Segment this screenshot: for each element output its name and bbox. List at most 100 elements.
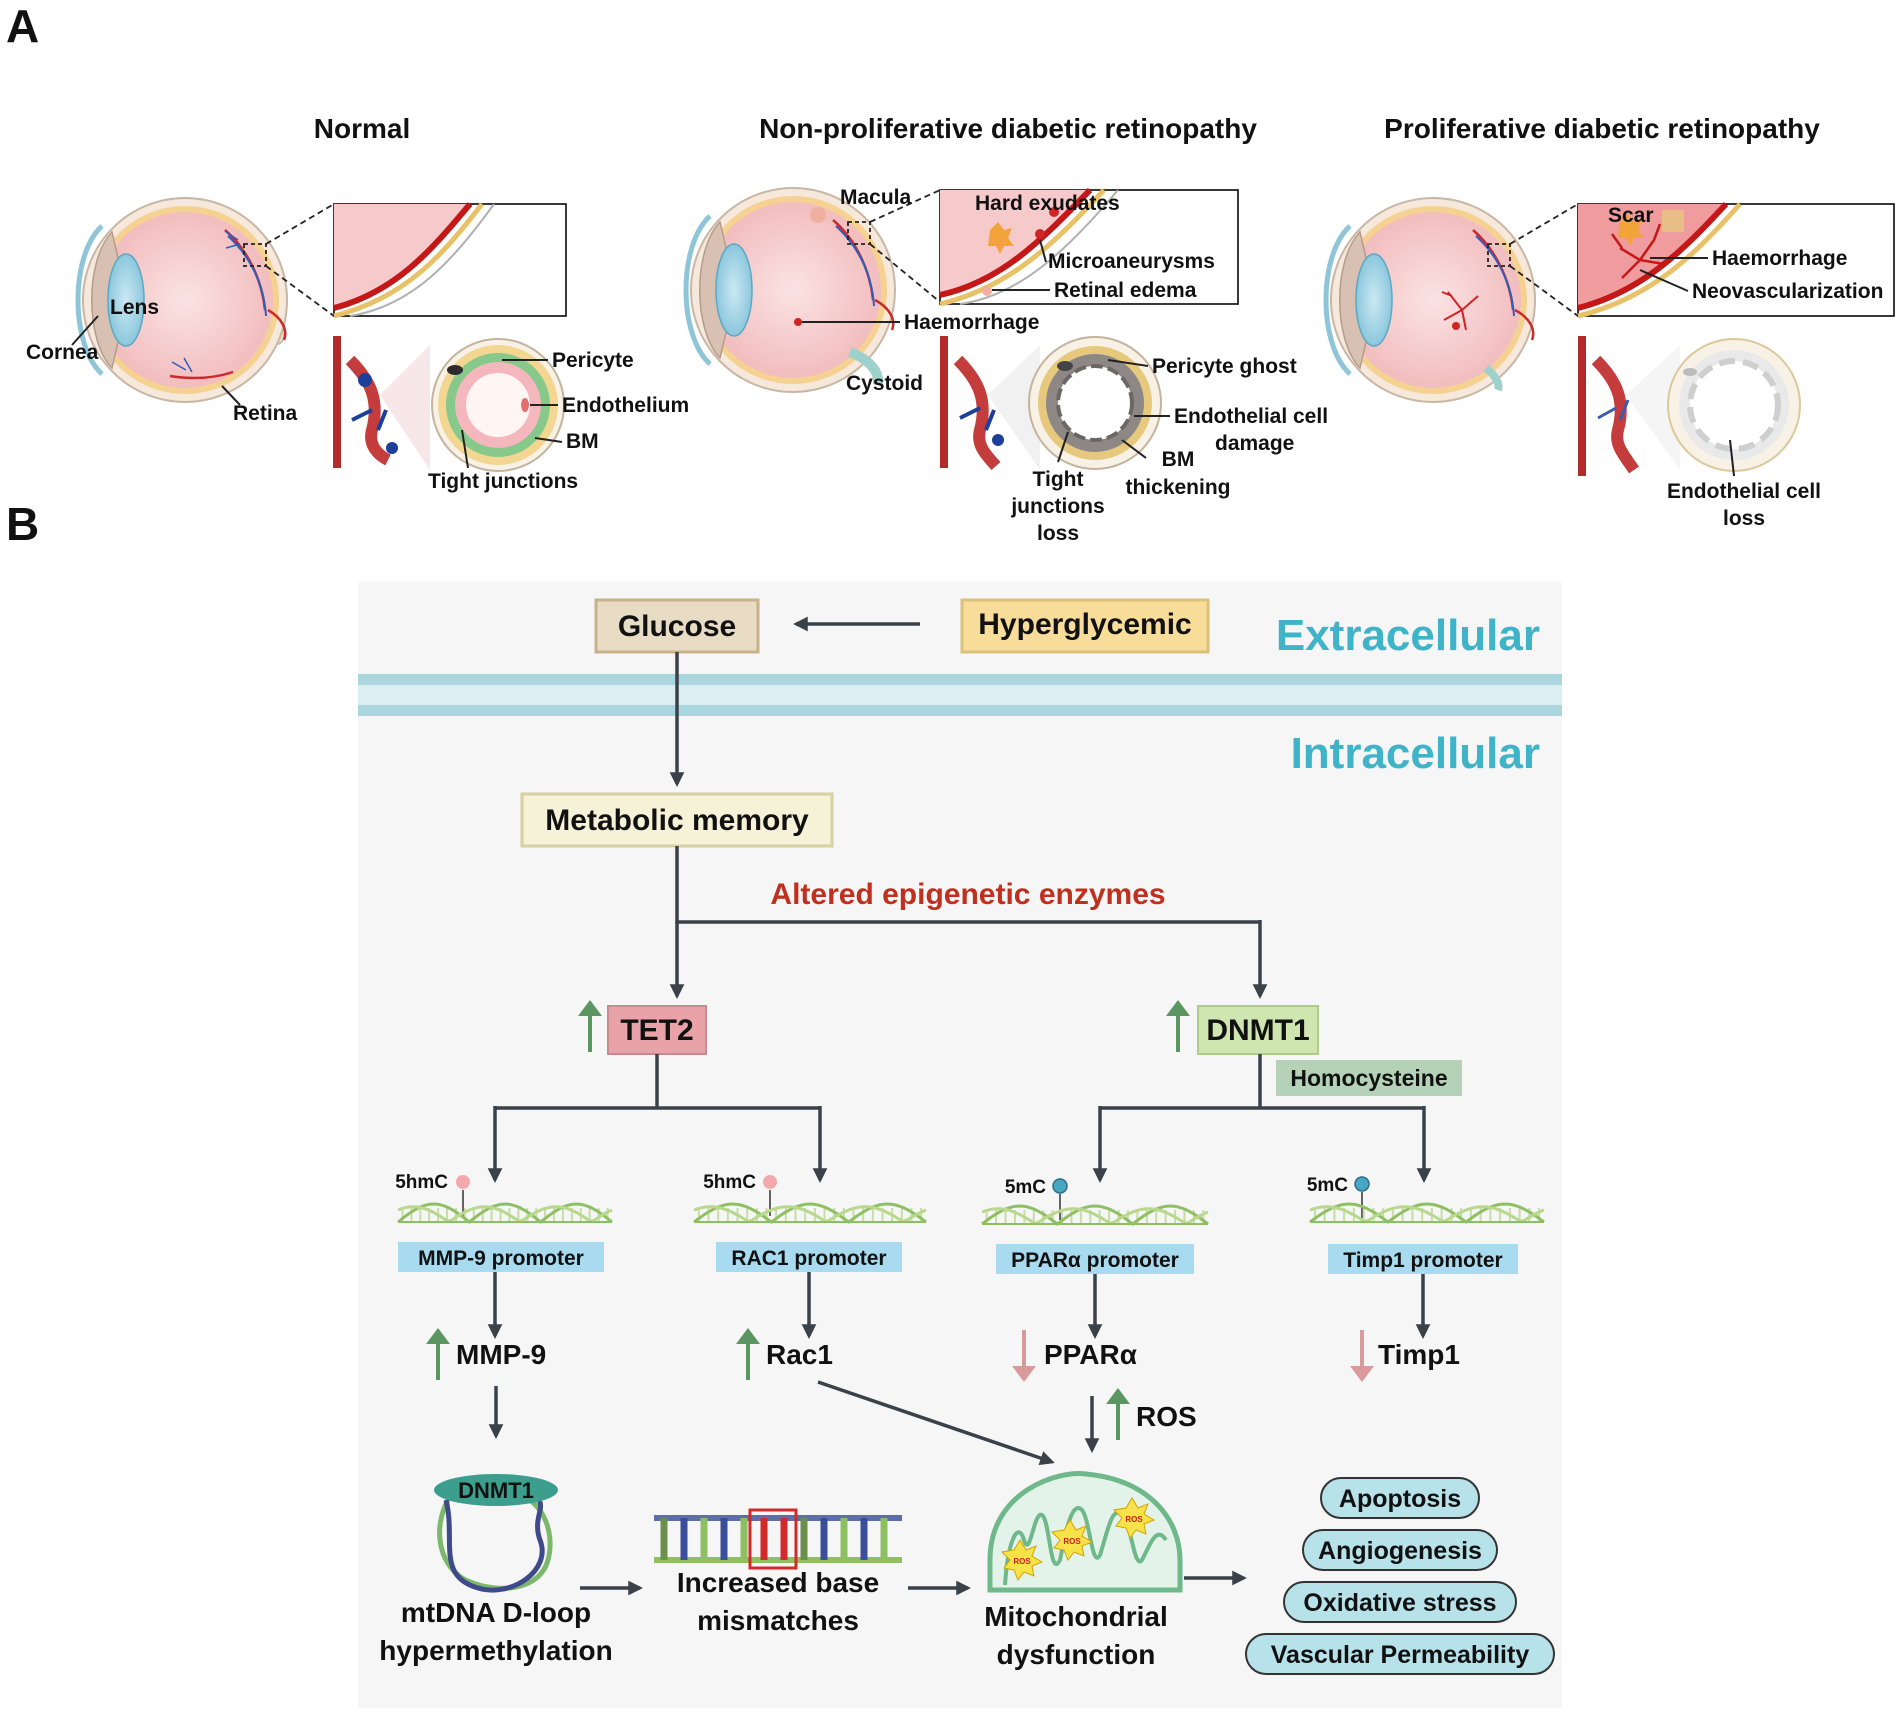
ros-up-arrow — [1106, 1388, 1130, 1440]
npdr-zoom-inset — [939, 187, 1239, 307]
hyperglycemic-text: Hyperglycemic — [978, 608, 1191, 641]
dnmt1-text: DNMT1 — [1206, 1014, 1309, 1047]
mitochondrion-illustration: ROS ROS ROS — [987, 1471, 1183, 1593]
gene-mmp9: MMP-9 — [456, 1339, 546, 1370]
outcome-text: Apoptosis — [1339, 1485, 1461, 1513]
glucose-text: Glucose — [618, 610, 736, 643]
mark-5hmc-rac1: 5hmC — [703, 1172, 756, 1193]
tet2-up-arrow — [578, 1000, 602, 1052]
mark-5mc-ppara: 5mC — [1005, 1177, 1046, 1198]
mark-5hmc-mmp9: 5hmC — [395, 1172, 448, 1193]
outcome-pill: Oxidative stress — [1283, 1581, 1517, 1623]
npdr-title: Non-proliferative diabetic retinopathy — [759, 113, 1257, 144]
label-tight-junctions: Tight junctions — [428, 470, 578, 493]
label-microaneurysms: Microaneurysms — [1048, 250, 1215, 273]
intracellular-label: Intracellular — [1291, 729, 1540, 778]
tet2-text: TET2 — [620, 1014, 693, 1047]
label-pericyte: Pericyte — [552, 349, 634, 372]
dnmt1-box — [1197, 1005, 1319, 1055]
outcome-text: Angiogenesis — [1318, 1537, 1482, 1565]
dna-helix — [693, 1202, 927, 1224]
label-bm-thickening-1: BM — [1162, 448, 1195, 471]
dna-helix — [397, 1202, 613, 1224]
outcome-text: Vascular Permeability — [1271, 1641, 1530, 1669]
normal-eye-illustration — [75, 197, 288, 403]
ros-tag-1: ROS — [1013, 1557, 1031, 1566]
ros-tag-3: ROS — [1125, 1515, 1143, 1524]
outcome-pill: Vascular Permeability — [1245, 1633, 1555, 1675]
gene-ppara: PPARα — [1044, 1339, 1137, 1370]
label-endothelium: Endothelium — [562, 394, 689, 417]
ros-tag-2: ROS — [1063, 1537, 1081, 1546]
homocysteine-text: Homocysteine — [1290, 1065, 1447, 1091]
normal-panel: Normal — [26, 113, 689, 493]
label-pericyte-ghost: Pericyte ghost — [1152, 355, 1297, 378]
mismatch-text-1: Increased base — [677, 1567, 879, 1598]
npdr-capillary-illustration — [940, 336, 1162, 471]
ppara-promoter-box — [996, 1244, 1194, 1274]
label-cystoid: Cystoid — [846, 372, 923, 395]
mtdna-text-2: hypermethylation — [379, 1635, 612, 1666]
pdr-title: Proliferative diabetic retinopathy — [1384, 113, 1820, 144]
arrow-rac1-to-mito — [817, 1380, 1055, 1466]
label-endothelial-loss-2: loss — [1723, 507, 1765, 530]
methyl-mark-rac1: 5hmC — [703, 1172, 777, 1216]
label-retina: Retina — [233, 402, 298, 425]
outcome-text: Oxidative stress — [1303, 1589, 1496, 1617]
dna-helix — [1309, 1202, 1545, 1224]
label-endothelial-damage-2: damage — [1215, 432, 1294, 455]
label-endothelial-damage-1: Endothelial cell — [1174, 405, 1328, 428]
rac1-promoter-text: RAC1 promoter — [731, 1247, 886, 1270]
hyperglycemic-box — [960, 598, 1210, 654]
label-tight-junctions-loss-2: junctions — [1010, 495, 1104, 518]
ppara-promoter-text: PPARα promoter — [1011, 1249, 1179, 1272]
timp1-down-arrow — [1350, 1330, 1374, 1382]
mito-text-2: dysfunction — [997, 1639, 1156, 1670]
dna-helix — [981, 1204, 1209, 1226]
dnmt1-loop-label: DNMT1 — [458, 1478, 534, 1503]
metabolic-memory-text: Metabolic memory — [545, 804, 809, 837]
gene-ros: ROS — [1136, 1401, 1197, 1432]
timp1-promoter-box — [1328, 1244, 1518, 1274]
normal-capillary-illustration — [333, 336, 565, 472]
label-retinal-edema: Retinal edema — [1054, 279, 1197, 302]
ppara-down-arrow — [1012, 1330, 1036, 1382]
label-hard-exudates: Hard exudates — [975, 192, 1120, 215]
homocysteine-box — [1276, 1060, 1462, 1096]
timp1-promoter-text: Timp1 promoter — [1343, 1249, 1502, 1272]
npdr-eye-illustration — [683, 187, 896, 393]
outcome-pill: Apoptosis — [1320, 1477, 1480, 1519]
label-tight-junctions-loss-3: loss — [1037, 522, 1079, 545]
normal-zoom-inset — [333, 202, 567, 319]
outcome-pill: Angiogenesis — [1302, 1529, 1498, 1571]
panel-b-background — [358, 582, 1562, 1708]
pdr-panel: Proliferative diabetic retinopathy — [1323, 113, 1895, 530]
mtdna-text-1: mtDNA D-loop — [401, 1597, 591, 1628]
pdr-eye-illustration — [1323, 197, 1536, 403]
normal-title: Normal — [314, 113, 410, 144]
label-tight-junctions-loss-1: Tight — [1033, 468, 1084, 491]
altered-enzymes-label: Altered epigenetic enzymes — [770, 878, 1165, 911]
rac1-up-arrow — [736, 1328, 760, 1380]
pdr-zoom-inset — [1577, 201, 1895, 319]
label-lens: Lens — [110, 296, 159, 319]
label-bm: BM — [566, 430, 599, 453]
label-endothelial-loss-1: Endothelial cell — [1667, 480, 1821, 503]
rac1-promoter-box — [716, 1242, 902, 1272]
metabolic-memory-box — [520, 792, 834, 848]
mito-text-1: Mitochondrial — [984, 1601, 1168, 1632]
label-bm-thickening-2: thickening — [1125, 476, 1230, 499]
tet2-box — [607, 1005, 707, 1055]
methyl-mark-timp1: 5mC — [1307, 1175, 1370, 1218]
mmp9-promoter-box — [398, 1242, 604, 1272]
label-neovascularization: Neovascularization — [1692, 280, 1883, 303]
label-haemorrhage-pdr: Haemorrhage — [1712, 247, 1847, 270]
npdr-panel: Non-proliferative diabetic retinopathy — [683, 113, 1328, 545]
mismatch-text-2: mismatches — [697, 1605, 859, 1636]
panel-b-letter: B — [6, 498, 39, 550]
label-haemorrhage-npdr: Haemorrhage — [904, 311, 1039, 334]
gene-timp1: Timp1 — [1378, 1339, 1460, 1370]
mark-5mc-timp1: 5mC — [1307, 1175, 1348, 1196]
